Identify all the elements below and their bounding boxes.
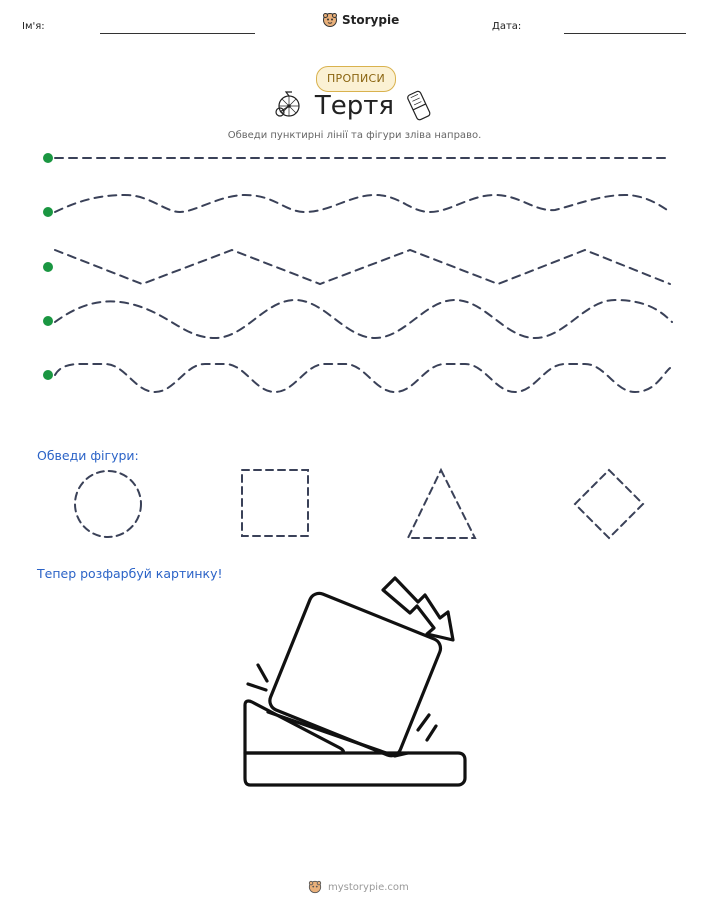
ramp-wedge[interactable]: [243, 699, 345, 755]
coloring-section-label: Тепер розфарбуй картинку!: [37, 566, 223, 581]
start-dot: [43, 370, 53, 380]
motion-line: [416, 713, 431, 732]
tracing-line-zigzag[interactable]: [54, 248, 671, 286]
ramp-base[interactable]: [243, 751, 467, 787]
footer-url[interactable]: mystorypie.com: [328, 881, 409, 893]
tracing-line-bumpy-wave[interactable]: [54, 363, 671, 394]
tracing-square[interactable]: [241, 469, 309, 537]
tracing-triangle[interactable]: [406, 467, 477, 539]
tracing-line-wave[interactable]: [54, 298, 673, 340]
sliding-block[interactable]: [267, 590, 444, 758]
name-label: Ім'я:: [22, 21, 45, 32]
motion-line: [256, 663, 269, 683]
brand-header: Storypie: [322, 12, 399, 28]
start-dot: [43, 153, 53, 163]
date-label: Дата:: [492, 21, 522, 32]
footer: mystorypie.com: [308, 880, 409, 894]
tracing-diamond[interactable]: [573, 468, 645, 540]
worksheet-type-badge: ПРОПИСИ: [316, 66, 396, 92]
name-field-line[interactable]: [100, 33, 255, 34]
start-dot: [43, 316, 53, 326]
start-dot: [43, 207, 53, 217]
instructions: Обведи пунктирні лінії та фігури зліва н…: [227, 130, 482, 141]
page-title: Тертя: [314, 91, 395, 121]
shapes-section-label: Обведи фігури:: [37, 448, 139, 463]
storypie-logo-icon: [308, 880, 322, 894]
start-dot: [43, 262, 53, 272]
brand-name: Storypie: [342, 13, 400, 27]
storypie-logo-icon: [323, 13, 337, 27]
motion-line: [425, 724, 438, 742]
tracing-line-smooth-wave[interactable]: [54, 193, 671, 214]
tracing-circle[interactable]: [74, 470, 142, 538]
motion-line: [246, 682, 268, 692]
direction-arrow-icon: [381, 576, 455, 642]
date-field-line[interactable]: [564, 33, 686, 34]
